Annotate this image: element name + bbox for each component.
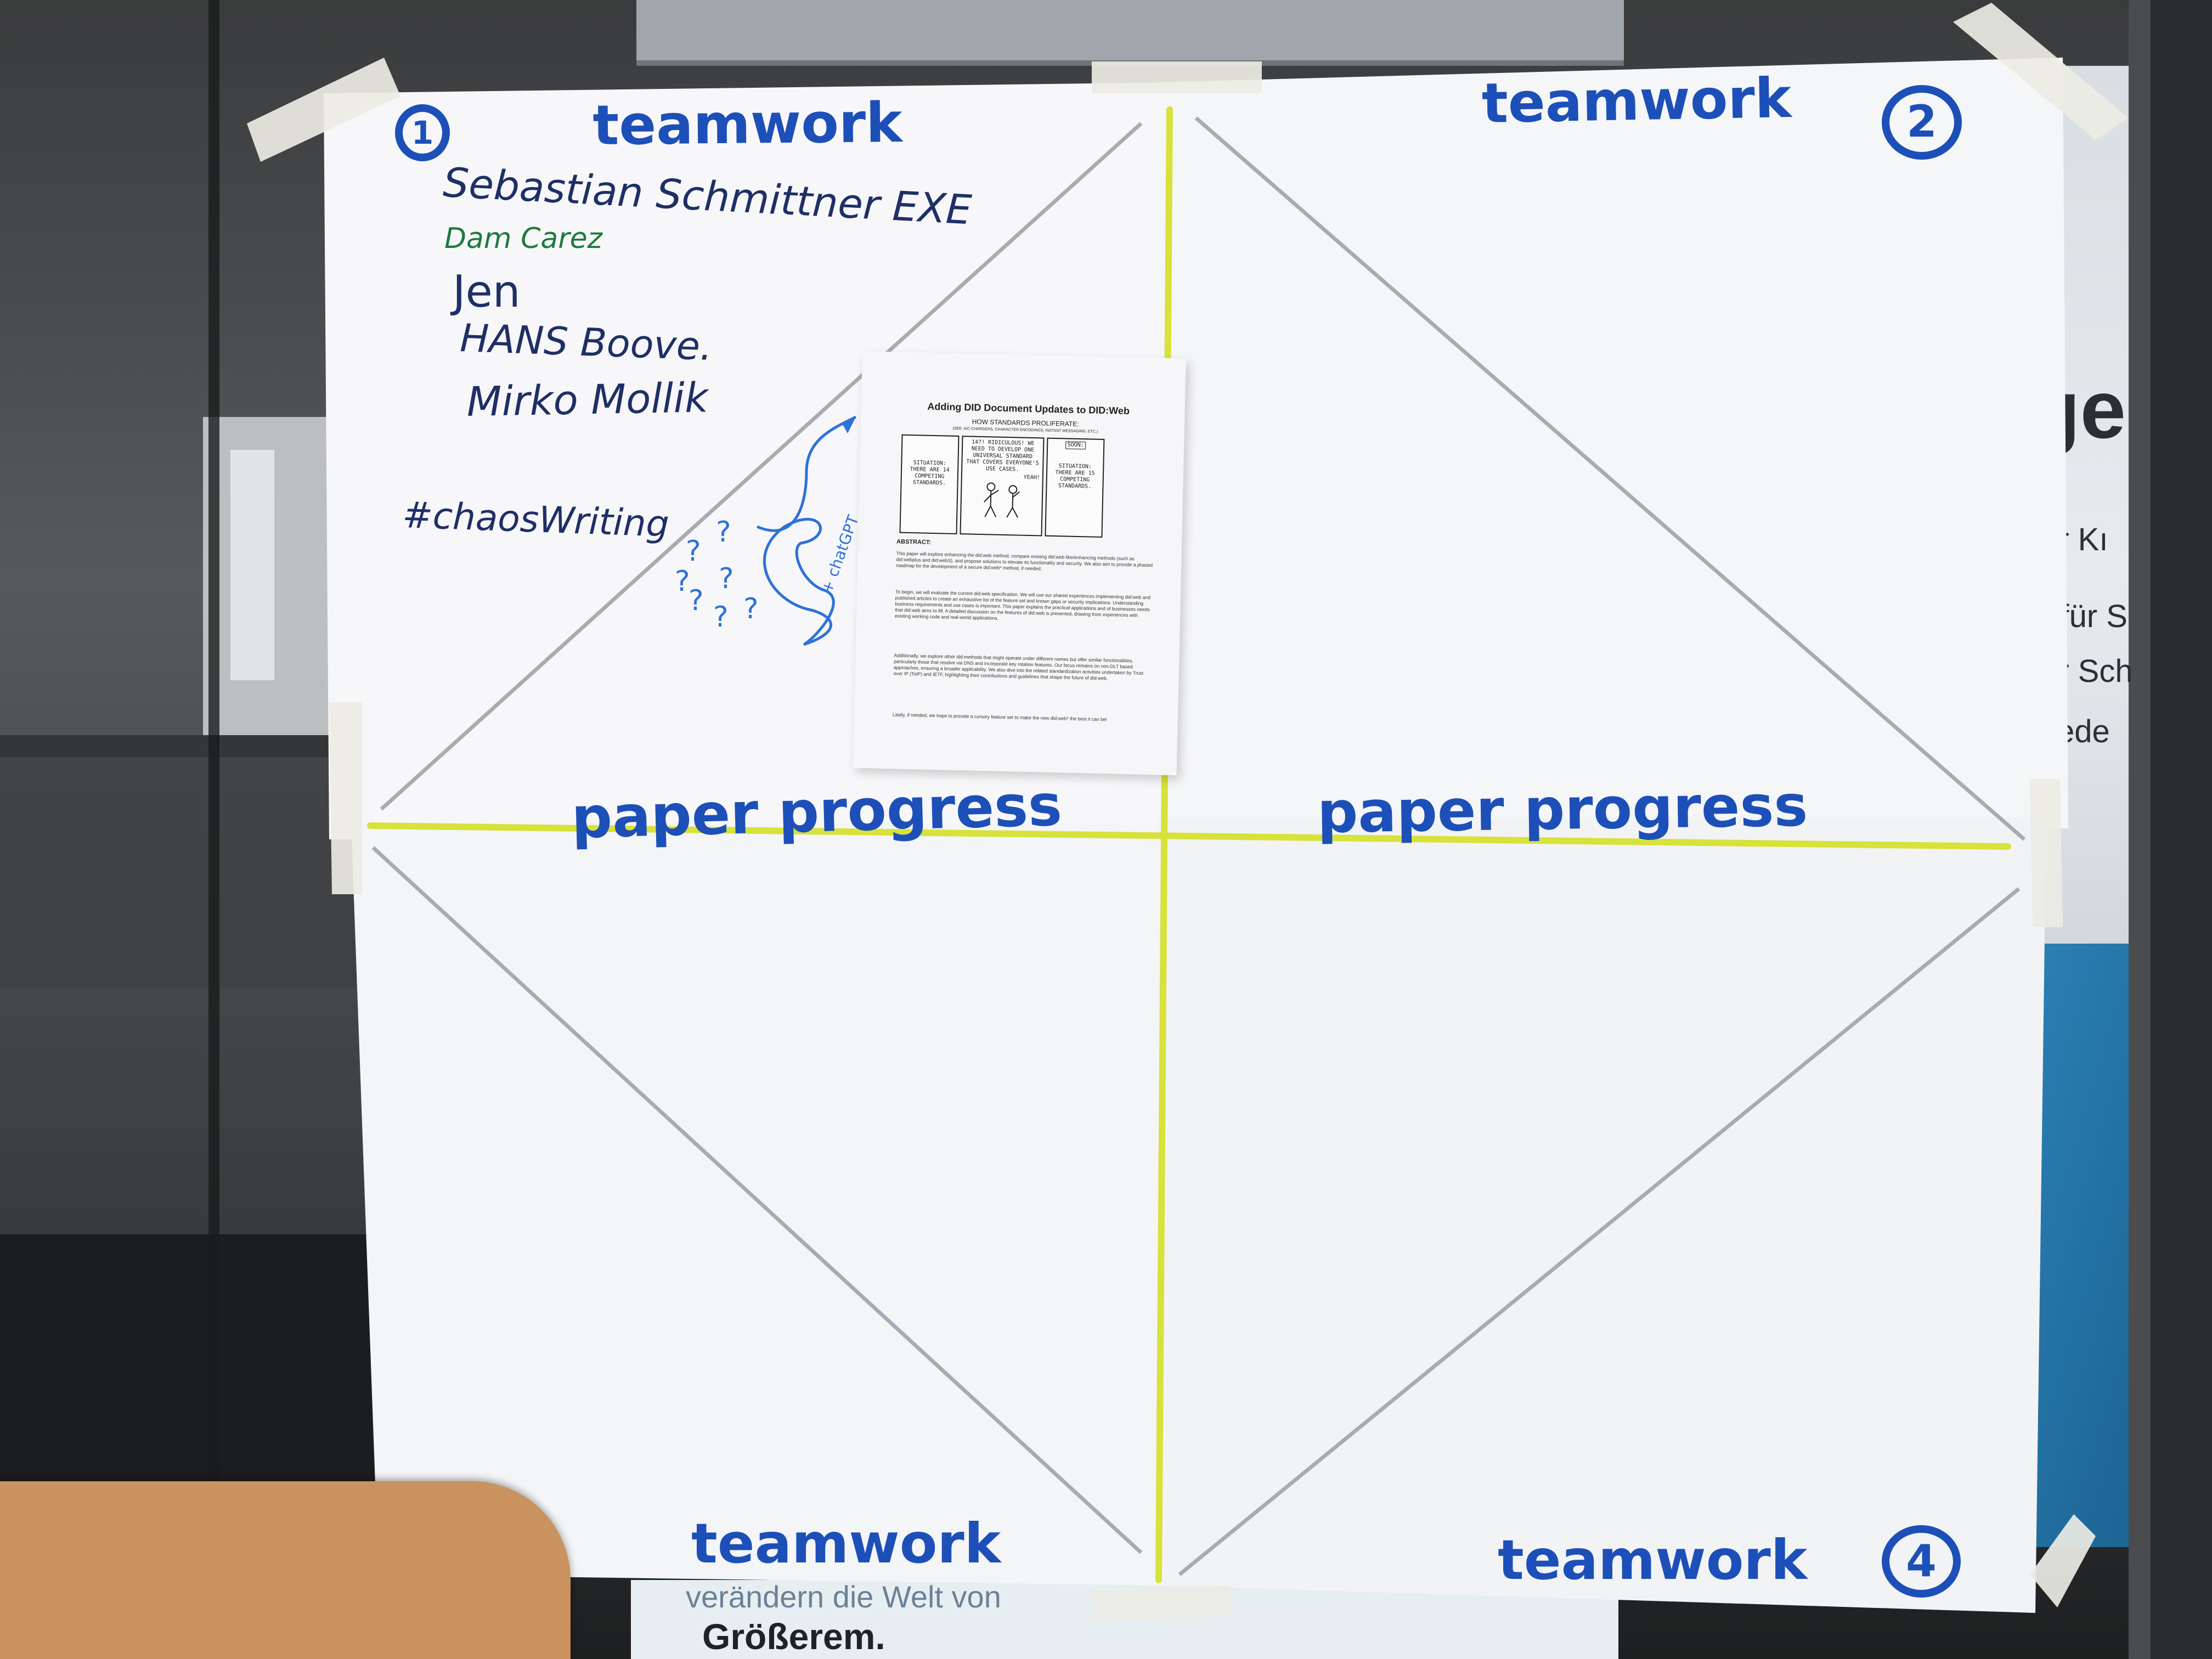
arrow-doodle-head [842, 417, 856, 433]
comic-panel-3-text: SITUATION: THERE ARE 15 COMPETING STANDA… [1055, 463, 1095, 490]
header-teamwork-q2: teamwork [1481, 66, 1792, 136]
abstract-paragraph-2: To begin, we will evaluate the current d… [894, 589, 1151, 621]
arrow-doodle-line [757, 415, 857, 532]
sheet-title: Adding DID Document Updates to DID:Web [927, 400, 1130, 417]
masking-tape [247, 3, 2129, 1621]
paper-sheet-bottom-right [1158, 817, 2046, 1613]
name-mirko: Mirko Mollik [466, 374, 709, 426]
quadrant-number-2: 2 [1882, 85, 1962, 160]
question-mark: ? [716, 516, 731, 549]
yellow-cross-lines [367, 106, 2011, 1583]
background-bottom-partial: verändern die Welt von [686, 1579, 1001, 1614]
question-mark: ? [675, 565, 690, 598]
abstract-paragraph-3: Additionally, we explore other did:metho… [893, 652, 1144, 681]
swirl-doodle [763, 517, 835, 646]
comic-panel-1-text: SITUATION: THERE ARE 14 COMPETING STANDA… [910, 460, 950, 487]
header-teamwork-q1: teamwork [592, 91, 903, 157]
printed-abstract-sheet: Adding DID Document Updates to DID:Web H… [853, 351, 1186, 776]
stick-figures [984, 482, 1020, 518]
question-mark: ? [719, 562, 734, 595]
name-jen: Jen [453, 266, 521, 317]
name-hans: HANS Boove. [459, 315, 713, 370]
name-dam: Dam Carez [444, 222, 602, 255]
question-mark: ? [743, 592, 759, 625]
question-mark: ? [686, 535, 701, 568]
comic-panel-2-text: 14?! RIDICULOUS! WE NEED TO DEVELOP ONE … [966, 439, 1039, 473]
comic-panel-3-tag: SOON: [1065, 441, 1086, 450]
comic-heading: HOW STANDARDS PROLIFERATE: (SEE: A/C CHA… [910, 417, 1141, 437]
comic-panel-2: 14?! RIDICULOUS! WE NEED TO DEVELOP ONE … [960, 436, 1045, 537]
abstract-label: ABSTRACT: [896, 538, 932, 546]
question-mark: ? [713, 601, 729, 634]
comic-panel-3: SOON: SITUATION: THERE ARE 15 COMPETING … [1045, 437, 1105, 538]
label-paper-progress-left: paper progress [571, 771, 1063, 851]
background-bottom-text: Größerem. [702, 1616, 885, 1657]
abstract-paragraph-1: This paper will explore enhancing the di… [896, 550, 1153, 572]
quadrant-number-4: 4 [1882, 1525, 1961, 1598]
abstract-paragraph-4: Lastly, if needed, we hope to provide a … [892, 712, 1108, 723]
pencil-diamond-lines [371, 116, 2026, 1576]
comic-panel-1: SITUATION: THERE ARE 14 COMPETING STANDA… [899, 434, 960, 534]
header-teamwork-q3: teamwork [691, 1511, 1001, 1576]
paper-sheet-top-right [1158, 58, 2068, 837]
wooden-table [0, 1481, 571, 1659]
comic-panel-2-reply: YEAH! [1023, 474, 1040, 481]
question-mark: ? [689, 584, 704, 617]
header-teamwork-q4: teamwork [1498, 1528, 1808, 1592]
label-paper-progress-right: paper progress [1317, 772, 1808, 846]
quadrant-number-1: 1 [395, 104, 450, 161]
